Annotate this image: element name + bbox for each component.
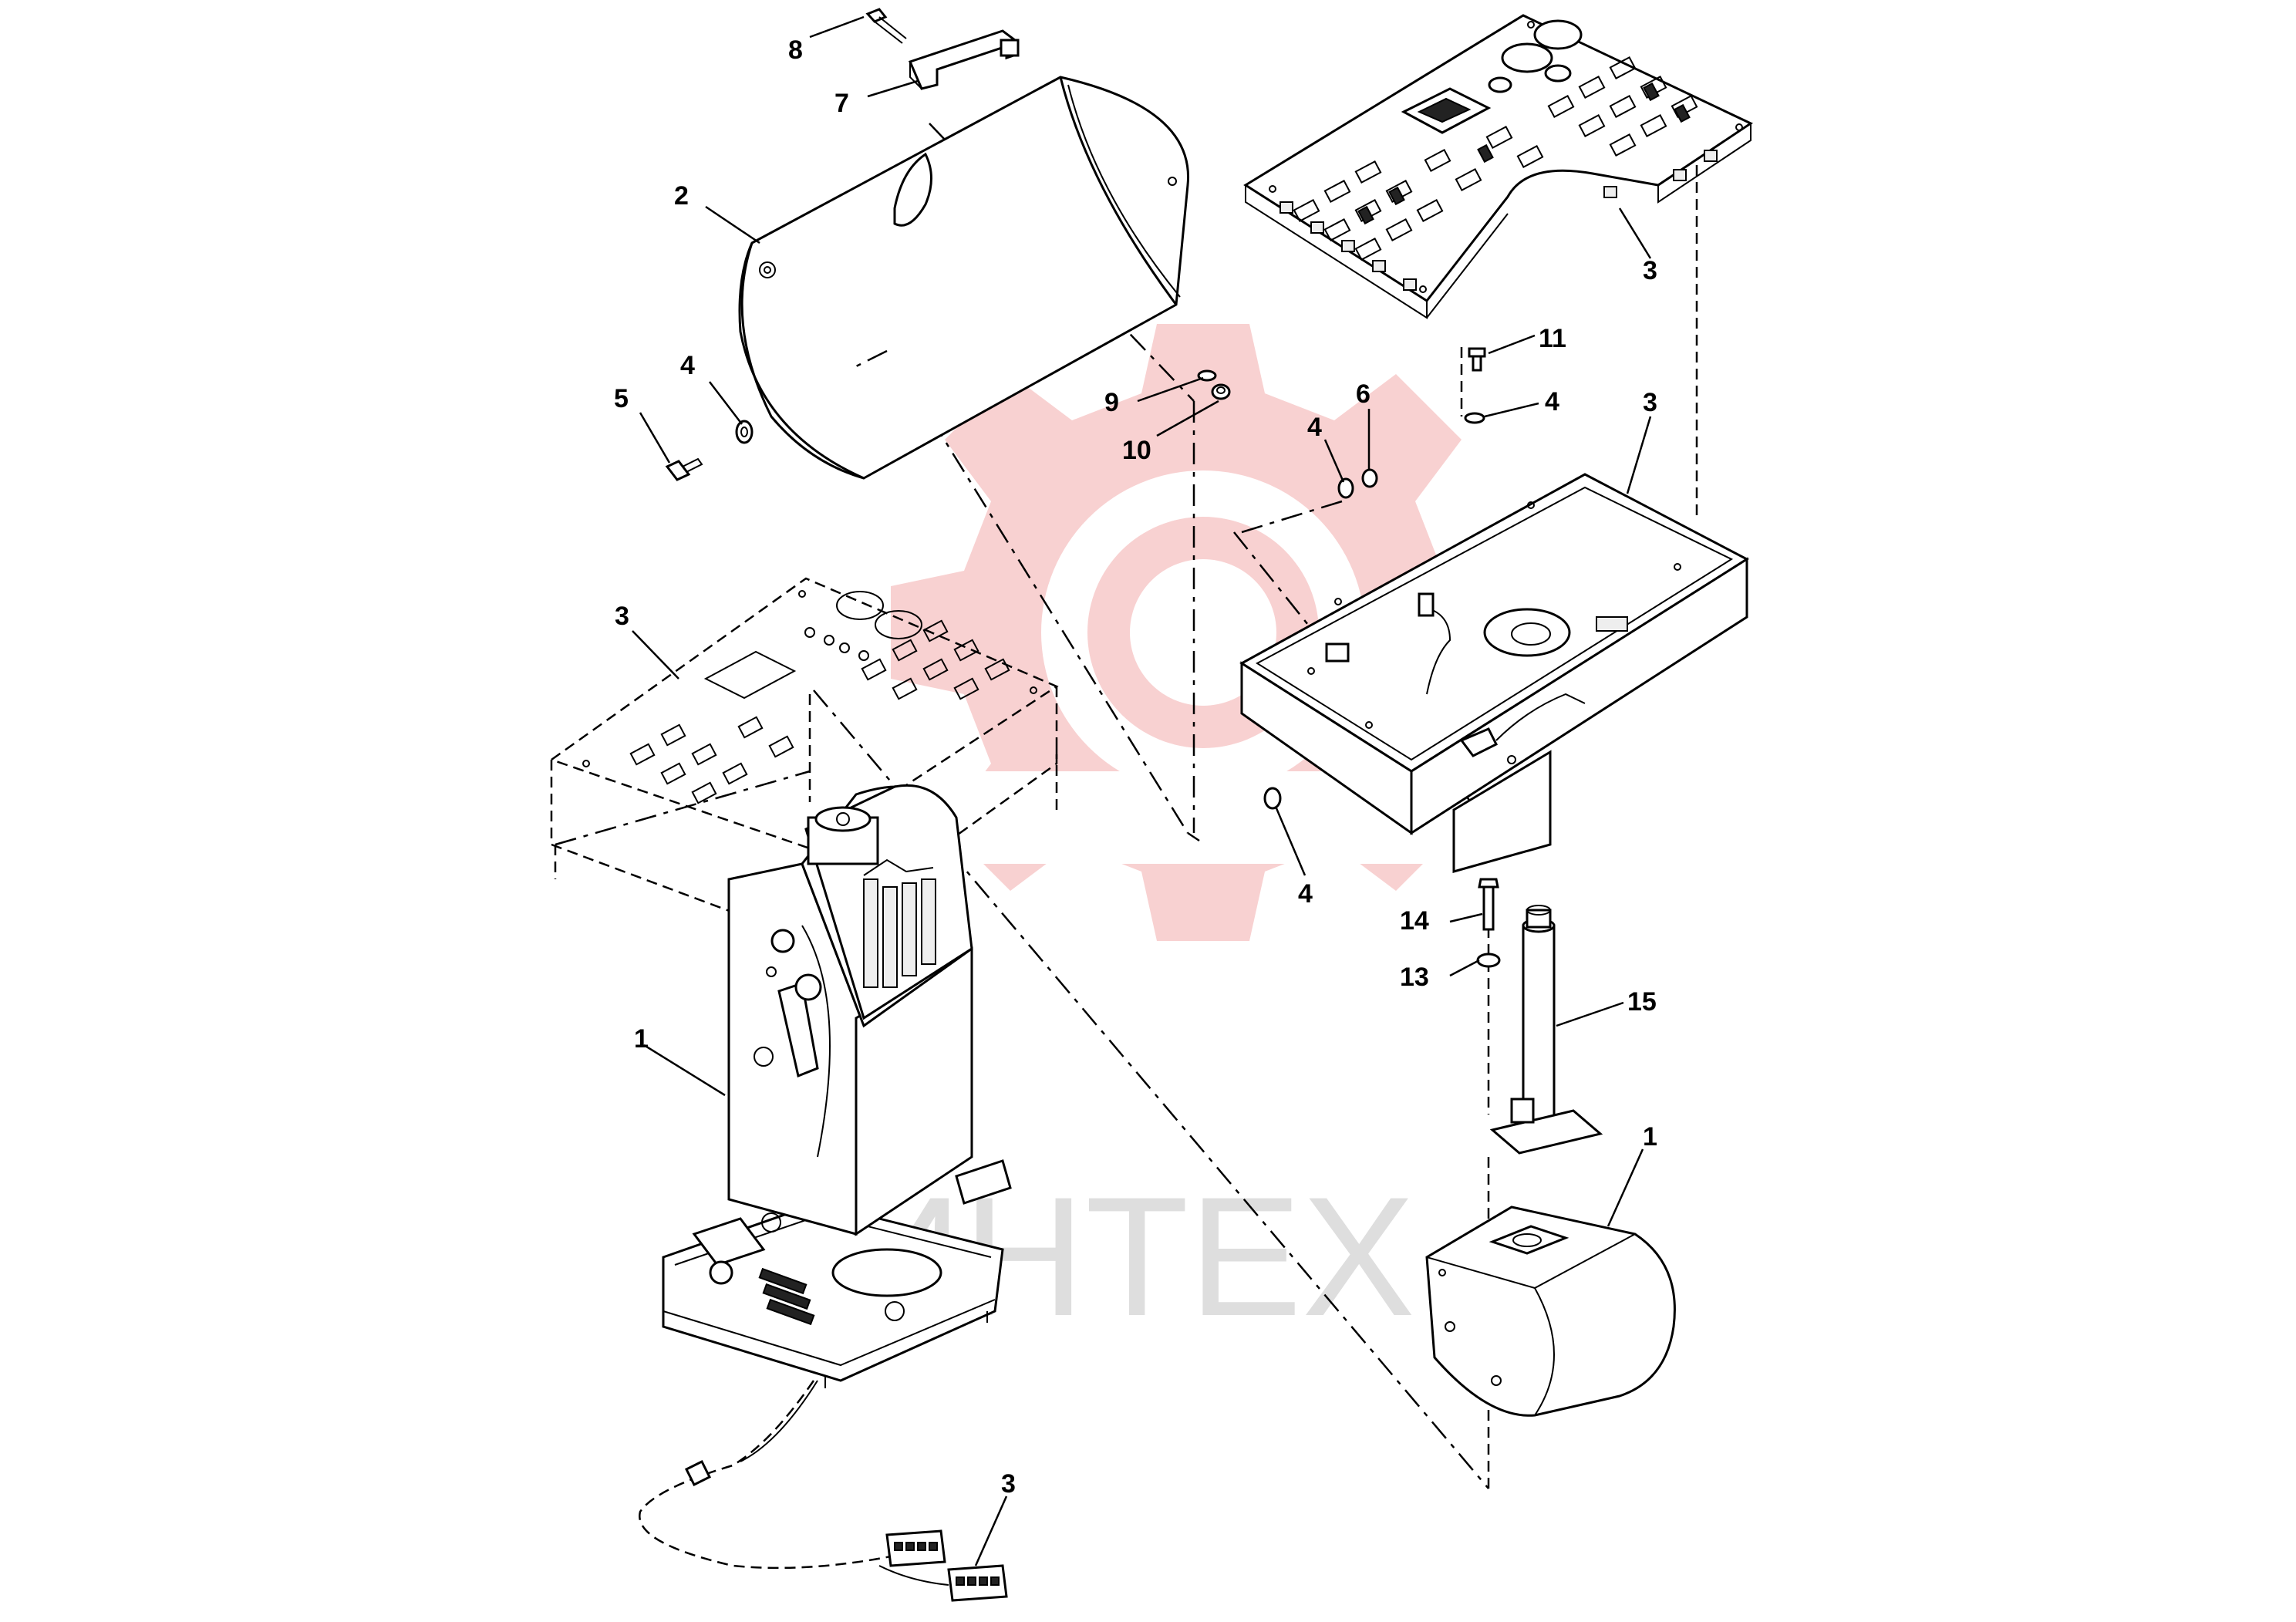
bolt-part-8 (865, 8, 907, 44)
callout-2: 2 (674, 181, 689, 211)
callout-11: 11 (1539, 324, 1566, 353)
pedestal-part-1 (1425, 1206, 1676, 1417)
bolt-part-14 (1478, 878, 1499, 931)
callout-1: 1 (634, 1024, 649, 1054)
callout-3: 3 (615, 602, 629, 631)
callout-14: 14 (1400, 906, 1429, 936)
control-box-part-3 (1239, 473, 1749, 873)
control-panel-phantom-part-3 (549, 577, 1059, 943)
callout-13: 13 (1400, 963, 1429, 992)
callout-1: 1 (1643, 1122, 1657, 1152)
callout-4: 4 (1298, 879, 1313, 909)
callout-7: 7 (834, 89, 849, 118)
leader-lines (632, 15, 1652, 1566)
callout-3: 3 (1643, 256, 1657, 285)
callout-10: 10 (1122, 436, 1151, 465)
callout-8: 8 (788, 35, 803, 65)
seat-control-unit-part-1 (662, 784, 1012, 1388)
callout-5: 5 (614, 384, 629, 413)
washer-part-13 (1476, 953, 1501, 968)
callout-15: 15 (1627, 987, 1657, 1017)
column-part-15 (1489, 905, 1603, 1155)
callout-4: 4 (680, 351, 695, 380)
nut-part-10 (1211, 383, 1231, 400)
callout-4: 4 (1307, 413, 1322, 442)
washer-part-4d (1263, 787, 1282, 810)
callout-9: 9 (1104, 388, 1119, 417)
bolt-part-11 (1468, 347, 1486, 372)
callout-numbers: 8 7 2 4 5 9 10 3 11 4 3 4 6 3 4 14 13 15… (614, 35, 1657, 1499)
callout-3: 3 (1001, 1469, 1016, 1499)
wiring-harness-part-3 (639, 1380, 1008, 1602)
washer-part-4a (735, 420, 754, 444)
callout-4: 4 (1545, 387, 1559, 416)
screw-part-5 (665, 457, 703, 481)
handle-part-7 (908, 29, 1020, 90)
callout-3: 3 (1643, 388, 1657, 417)
cover-part-2 (738, 76, 1190, 480)
washer-part-4c (1337, 477, 1354, 499)
washer-part-4b (1464, 412, 1485, 424)
control-panel-top-part-3 (1243, 14, 1754, 319)
nut-part-6 (1361, 468, 1378, 488)
callout-6: 6 (1356, 379, 1371, 409)
